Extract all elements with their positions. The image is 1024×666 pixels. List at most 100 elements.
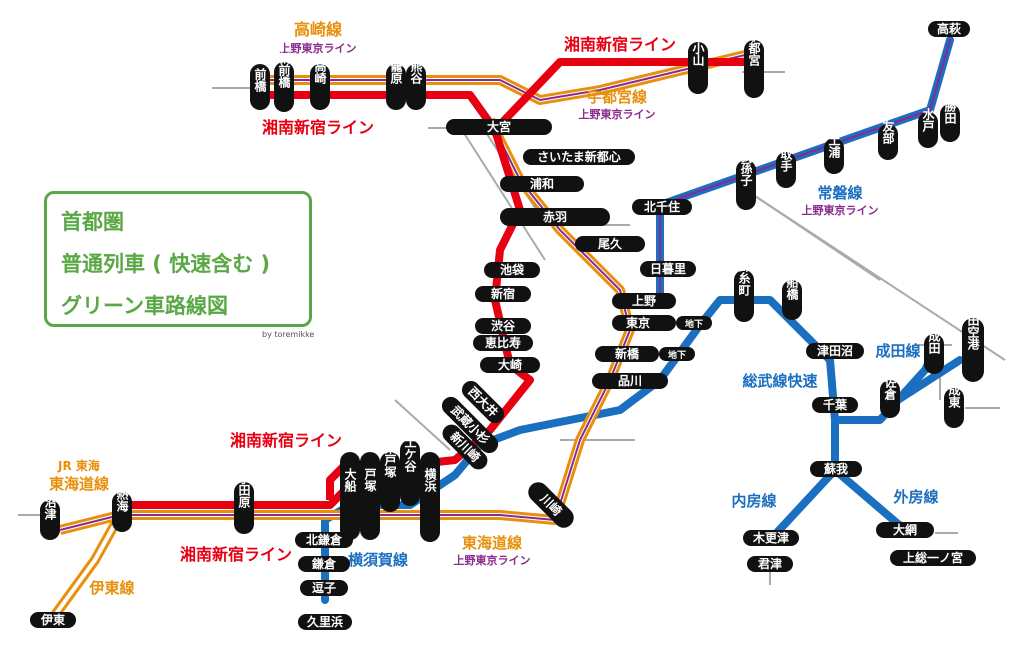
station-kinshicho: 錦糸町 bbox=[734, 259, 754, 322]
svg-text:上野: 上野 bbox=[632, 293, 656, 308]
credit: by toremikke bbox=[262, 330, 315, 339]
svg-text:伊東: 伊東 bbox=[40, 612, 65, 627]
station-numazu: 沼津 bbox=[40, 496, 60, 540]
svg-text:大網: 大網 bbox=[893, 522, 917, 537]
svg-text:友部: 友部 bbox=[881, 119, 895, 145]
station-hodogaya: 保土ケ谷 bbox=[400, 423, 420, 506]
station-shimbashi: 新橋 bbox=[595, 346, 659, 362]
station-akabane: 赤羽 bbox=[500, 208, 610, 226]
station-tomobe: 友部 bbox=[878, 119, 898, 160]
svg-text:津田沼: 津田沼 bbox=[817, 343, 853, 358]
svg-text:大宮: 大宮 bbox=[487, 119, 511, 134]
svg-text:さいたま新都心: さいたま新都心 bbox=[537, 149, 621, 164]
svg-text:鎌倉: 鎌倉 bbox=[311, 556, 337, 571]
station-maebashi: 前橋 bbox=[250, 64, 270, 110]
station-yokohama: 横浜 bbox=[420, 452, 440, 542]
svg-text:大崎: 大崎 bbox=[498, 357, 522, 372]
label-narita: 成田線 bbox=[875, 342, 920, 360]
line-labels: 高崎線 上野東京ライン 湘南新宿ライン 湘南新宿ライン 宇都宮線 上野東京ライン… bbox=[49, 20, 939, 597]
station-soga: 蘇我 bbox=[810, 461, 862, 477]
label-ito: 伊東線 bbox=[88, 579, 134, 597]
label-takasaki: 高崎線 bbox=[294, 20, 342, 39]
station-kitakamakura: 北鎌倉 bbox=[295, 532, 353, 548]
station-kimitsu: 君津 bbox=[747, 556, 793, 572]
svg-text:千葉: 千葉 bbox=[823, 397, 848, 412]
station-funabashi: 船橋 bbox=[782, 275, 802, 320]
svg-text:恵比寿: 恵比寿 bbox=[485, 335, 521, 350]
label-shonan-bottom: 湘南新宿ライン bbox=[180, 545, 292, 564]
svg-text:保土ケ谷: 保土ケ谷 bbox=[403, 423, 417, 473]
svg-text:勝田: 勝田 bbox=[943, 99, 957, 125]
station-oyama: 小山 bbox=[688, 41, 708, 94]
label-tokaido-left: 東海道線 bbox=[49, 475, 109, 493]
svg-text:君津: 君津 bbox=[757, 556, 782, 571]
station-totsuka: 戸塚 bbox=[360, 452, 380, 540]
svg-text:大船: 大船 bbox=[343, 467, 357, 493]
svg-text:木更津: 木更津 bbox=[752, 530, 789, 545]
station-kisarazu: 木更津 bbox=[743, 530, 799, 546]
svg-text:日暮里: 日暮里 bbox=[650, 261, 686, 276]
label-joban: 常磐線 bbox=[817, 184, 862, 202]
station-shibuya: 渋谷 bbox=[475, 318, 531, 334]
svg-text:品川: 品川 bbox=[618, 374, 642, 388]
station-ofuna: 大船 bbox=[340, 452, 360, 540]
label-tokaido-bottom: 東海道線 bbox=[462, 534, 522, 552]
svg-text:北鎌倉: 北鎌倉 bbox=[306, 532, 343, 547]
svg-text:小田原: 小田原 bbox=[237, 471, 251, 509]
label-utsunomiya: 宇都宮線 bbox=[587, 88, 647, 106]
svg-text:籠原: 籠原 bbox=[389, 59, 403, 85]
station-shinmaebashi: 新前橋 bbox=[274, 51, 294, 112]
svg-text:錦糸町: 錦糸町 bbox=[737, 259, 751, 297]
station-shinagawa: 品川 bbox=[592, 373, 668, 389]
svg-text:地下: 地下 bbox=[668, 349, 686, 361]
station-ebisu: 恵比寿 bbox=[473, 335, 533, 351]
label-tokaido-bottom-sub: 上野東京ライン bbox=[454, 553, 531, 567]
title-line-3: グリーン車路線図 bbox=[61, 294, 228, 318]
svg-text:宇都宮: 宇都宮 bbox=[747, 29, 761, 66]
station-abiko: 我孫子 bbox=[736, 149, 756, 210]
svg-text:佐倉: 佐倉 bbox=[883, 375, 897, 401]
station-tsudanuma: 津田沼 bbox=[806, 343, 864, 359]
joban-line bbox=[656, 36, 954, 304]
station-chiba: 千葉 bbox=[812, 397, 858, 413]
station-ueno: 上野 bbox=[612, 293, 676, 309]
station-kurihama: 久里浜 bbox=[298, 614, 352, 630]
svg-text:成田: 成田 bbox=[927, 329, 941, 355]
station-ikebukuro: 池袋 bbox=[484, 262, 540, 278]
svg-text:前橋: 前橋 bbox=[253, 67, 267, 93]
station-kagohara: 籠原 bbox=[386, 59, 406, 110]
svg-text:北千住: 北千住 bbox=[644, 199, 680, 214]
svg-text:高崎: 高崎 bbox=[313, 59, 327, 85]
svg-text:地下: 地下 bbox=[685, 318, 703, 330]
svg-text:赤羽: 赤羽 bbox=[543, 209, 567, 224]
svg-text:浦和: 浦和 bbox=[530, 176, 554, 191]
svg-text:取手: 取手 bbox=[779, 148, 793, 173]
station-kamakura: 鎌倉 bbox=[298, 556, 350, 572]
title-line-2: 普通列車 ( 快速含む ) bbox=[61, 252, 271, 276]
station-takahagi: 高萩 bbox=[928, 21, 970, 37]
svg-text:高萩: 高萩 bbox=[937, 21, 961, 36]
svg-text:新橋: 新橋 bbox=[615, 346, 640, 361]
station-ito: 伊東 bbox=[30, 612, 76, 628]
tokaido-lines bbox=[50, 50, 747, 618]
station-nippori: 日暮里 bbox=[640, 261, 696, 277]
label-utsunomiya-sub: 上野東京ライン bbox=[579, 107, 656, 121]
label-yokosuka: 横須賀線 bbox=[348, 551, 408, 569]
svg-text:尾久: 尾久 bbox=[598, 236, 623, 251]
label-jr-tokai: JR 東海 bbox=[57, 458, 100, 473]
label-sotobo: 外房線 bbox=[892, 488, 938, 506]
station-katsuta: 勝田 bbox=[940, 99, 960, 142]
stations-horizontal: 大宮 さいたま新都心 浦和 赤羽 尾久 池袋 新宿 渋谷 恵比寿 大崎 上野 東… bbox=[30, 21, 976, 630]
station-atami: 熱海 bbox=[112, 487, 132, 532]
stations-slanted: 西大井 武蔵小杉 新川崎 川崎 bbox=[441, 380, 574, 528]
label-uchibo: 内房線 bbox=[731, 492, 776, 510]
label-shonan-top-right: 湘南新宿ライン bbox=[564, 35, 676, 54]
svg-text:船橋: 船橋 bbox=[785, 275, 799, 301]
svg-text:東京: 東京 bbox=[626, 315, 650, 330]
station-tsuchiura: 土浦 bbox=[824, 133, 844, 174]
svg-text:成東: 成東 bbox=[947, 383, 961, 409]
station-narita: 成田 bbox=[924, 329, 944, 374]
stations-vertical: 前橋 新前橋 高崎 籠原 熊谷 小山 宇都宮 我孫子 取手 土浦 友部 水戸 勝… bbox=[40, 29, 984, 542]
title-line-1: 首都圏 bbox=[61, 210, 124, 234]
